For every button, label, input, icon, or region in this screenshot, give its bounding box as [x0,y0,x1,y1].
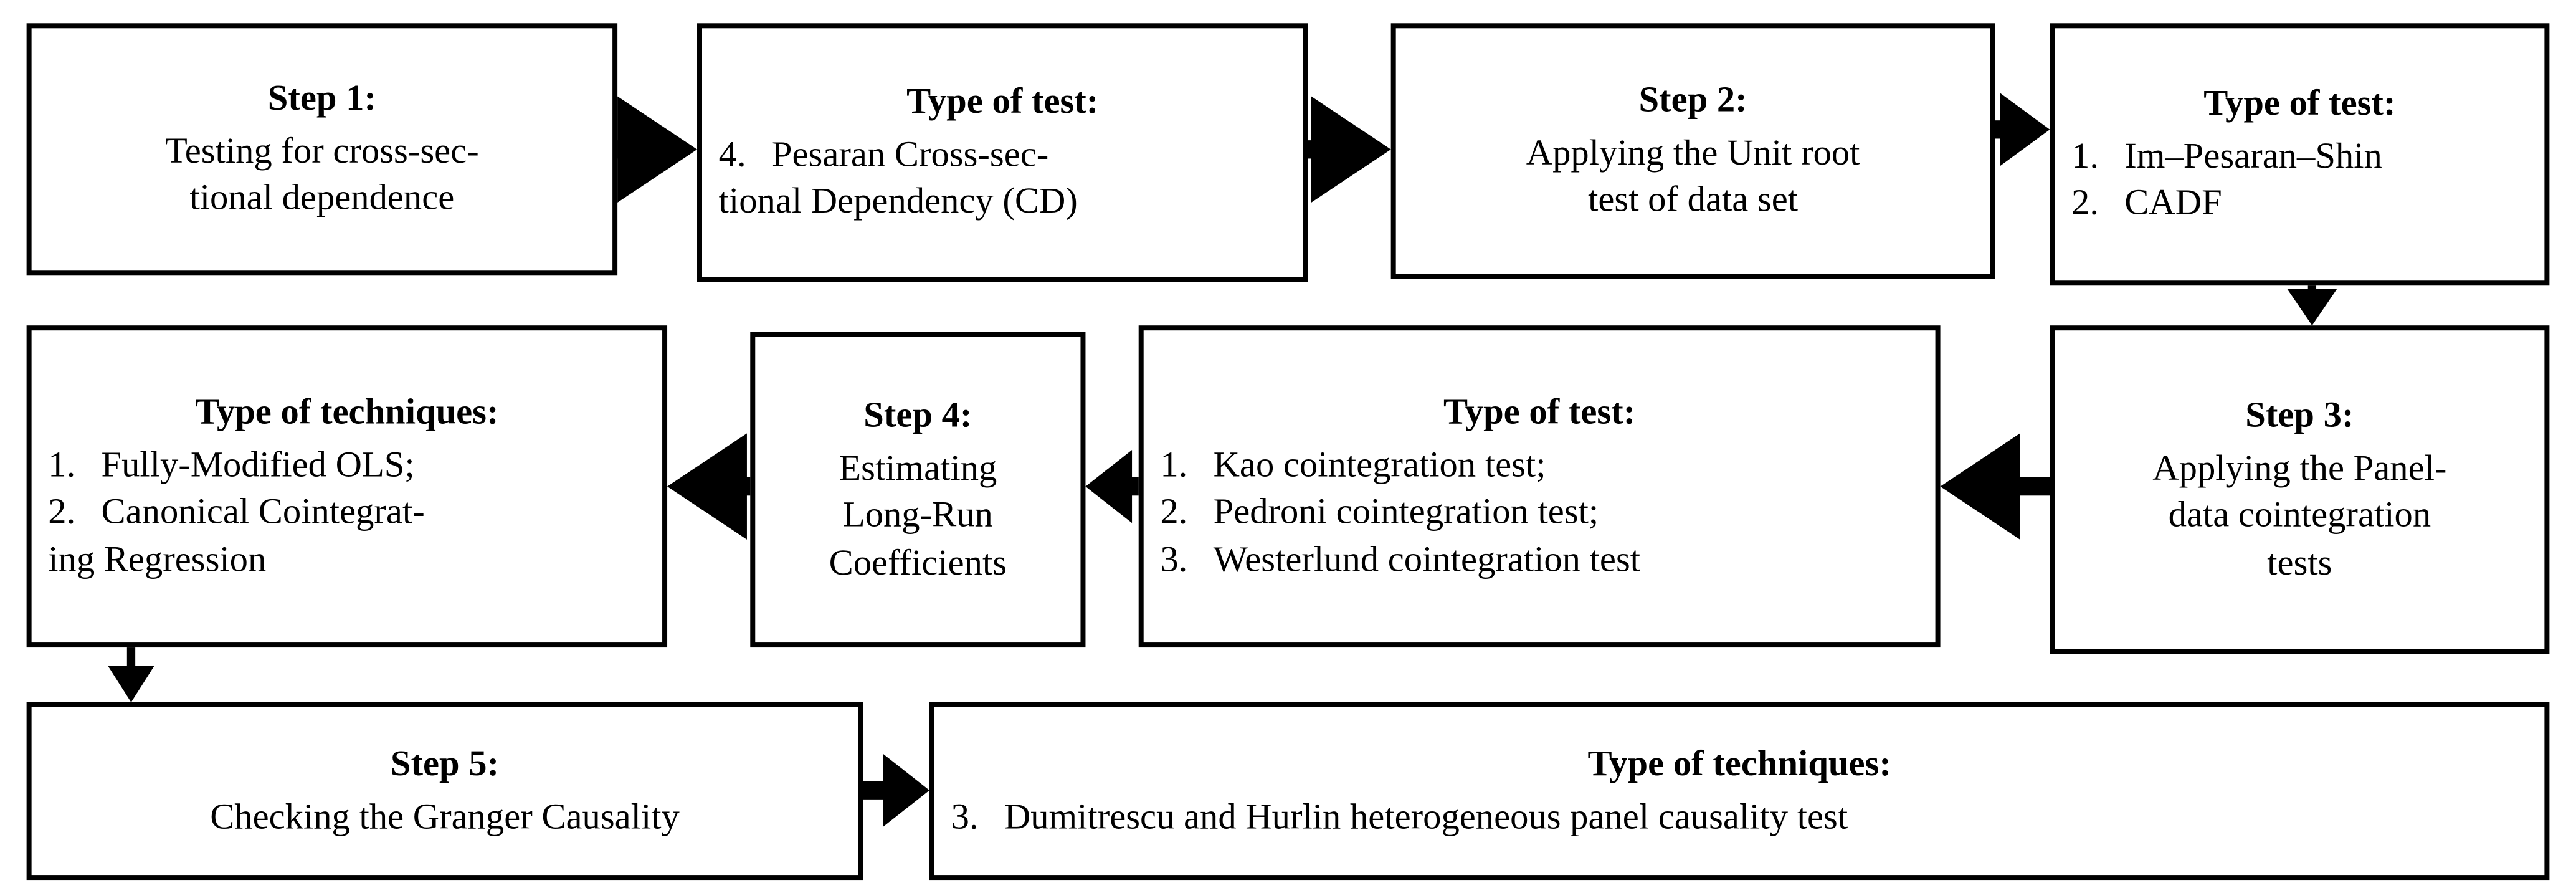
list-item-label: Fully-Modified OLS; [101,442,415,484]
list-item: 1. Fully-Modified OLS; [48,441,645,488]
arrow-tech1-to-step5 [103,647,159,703]
node-step-4-line-2: Long-Run [842,493,993,535]
arrow-step2-to-test2 [1995,93,2050,166]
node-step-5[interactable]: Step 5: Checking the Granger Causality [26,702,863,881]
arrow-head-right-icon [1311,96,1391,203]
node-step-2-line-1: Applying the Unit root [1526,130,1860,173]
node-step-5-line-1: Checking the Granger Causality [210,795,680,836]
list-item-number: 2. [48,490,76,532]
arrow-head-left-icon [667,433,747,540]
list-item-number: 2. [2071,181,2099,224]
node-step-3-line-1: Applying the Panel- [2152,446,2447,488]
list-item: 1. Kao cointegration test; [1160,441,1919,488]
node-step-1-body: Testing for cross-sec- tional dependence [48,128,596,222]
list-item-label: Pedroni cointegration test; [1213,490,1599,532]
node-type-of-test-cd-heading: Type of test: [906,79,1099,122]
arrow-test1-to-step2 [1308,96,1391,203]
list-item-number: 3. [1160,537,1188,580]
node-type-of-test-cointegration[interactable]: Type of test: 1. Kao cointegration test;… [1138,325,1941,648]
node-type-of-techniques-causality[interactable]: Type of techniques: 3. Dumitrescu and Hu… [929,702,2550,881]
arrow-head-right-icon [2000,93,2050,166]
list-item-label: Kao cointegration test; [1213,442,1546,484]
list-item-label: Dumitrescu and Hurlin heterogeneous pane… [1004,795,1848,836]
node-step-1-line-2: tional dependence [189,176,455,219]
arrow-step4-to-tech1 [667,433,751,540]
node-step-3-body: Applying the Panel- data cointegration t… [2071,444,2528,587]
list-item-label: Im–Pesaran–Shin [2124,134,2382,176]
arrow-step3-to-test3 [1940,433,2050,540]
arrow-test2-to-step3 [2284,285,2341,326]
arrow-head-left-icon [1940,433,2020,540]
node-step-2-body: Applying the Unit root test of data set [1412,129,1974,224]
list-item-number: 2. [1160,490,1188,532]
arrow-step5-to-tech2 [863,753,930,827]
list-item: 2. CADF [2071,180,2528,227]
node-step-2-line-2: test of data set [1588,178,1799,220]
node-step-4-line-1: Estimating [839,446,997,488]
list-item-label: Pesaran Cross-sec- [771,132,1049,174]
node-type-of-test-cd-body: 4. Pesaran Cross-sec- tional Dependency … [719,131,1286,226]
node-type-of-test-unit-root-body: 1. Im–Pesaran–Shin 2. CADF [2071,133,2528,227]
arrow-step1-to-test1 [617,96,698,203]
list-item: 2. Canonical Cointegrat- [48,489,645,536]
list-item: 3. Dumitrescu and Hurlin heterogeneous p… [951,793,2528,840]
node-type-of-techniques-estimators-body: 1. Fully-Modified OLS; 2. Canonical Coin… [48,441,645,583]
node-step-1-line-1: Testing for cross-sec- [165,129,479,171]
list-item-continuation: tional Dependency (CD) [718,179,1078,222]
arrow-test3-to-step4 [1085,450,1139,523]
node-type-of-techniques-causality-body: 3. Dumitrescu and Hurlin heterogeneous p… [951,793,2528,840]
node-step-2[interactable]: Step 2: Applying the Unit root test of d… [1390,23,1995,279]
node-type-of-techniques-estimators[interactable]: Type of techniques: 1. Fully-Modified OL… [26,325,668,648]
node-type-of-techniques-causality-heading: Type of techniques: [1587,742,1891,783]
node-step-4[interactable]: Step 4: Estimating Long-Run Coefficients [750,332,1086,648]
list-item-number: 1. [1160,442,1188,484]
list-item-number: 4. [718,132,746,174]
node-step-4-body: Estimating Long-Run Coefficients [772,444,1064,587]
list-item-number: 1. [48,442,76,484]
node-step-1-heading: Step 1: [267,76,376,118]
list-item-number: 3. [951,795,979,836]
node-type-of-test-unit-root-heading: Type of test: [2203,81,2396,123]
node-step-4-heading: Step 4: [863,393,972,435]
node-step-5-body: Checking the Granger Causality [48,793,842,840]
arrow-head-left-icon [1085,450,1133,523]
node-step-3[interactable]: Step 3: Applying the Panel- data cointeg… [2050,325,2550,654]
list-item-number: 1. [2071,134,2099,176]
list-item-label: Westerlund cointegration test [1213,537,1641,580]
list-item: 2. Pedroni cointegration test; [1160,489,1919,536]
node-step-2-heading: Step 2: [1638,78,1747,120]
node-step-3-line-3: tests [2267,540,2332,583]
arrow-head-down-icon [2287,289,2337,326]
list-item-label: Canonical Cointegrat- [101,490,425,532]
list-item-label: CADF [2124,181,2222,224]
node-type-of-test-cointegration-heading: Type of test: [1443,389,1636,431]
list-item-continuation: ing Regression [48,537,267,580]
node-type-of-test-unit-root[interactable]: Type of test: 1. Im–Pesaran–Shin 2. CADF [2050,23,2550,286]
node-step-1[interactable]: Step 1: Testing for cross-sec- tional de… [26,23,618,276]
list-item: 1. Im–Pesaran–Shin [2071,133,2528,180]
node-type-of-test-cd[interactable]: Type of test: 4. Pesaran Cross-sec- tion… [697,23,1308,282]
list-item: 4. Pesaran Cross-sec- [719,131,1286,178]
list-item: 3. Westerlund cointegration test [1160,536,1919,583]
arrow-head-down-icon [108,666,154,703]
arrow-head-right-icon [883,753,930,827]
node-step-3-heading: Step 3: [2245,393,2354,435]
node-step-5-heading: Step 5: [390,742,500,783]
node-type-of-techniques-estimators-heading: Type of techniques: [195,389,499,431]
node-type-of-test-cointegration-body: 1. Kao cointegration test; 2. Pedroni co… [1160,441,1919,583]
node-step-3-line-2: data cointegration [2168,493,2431,535]
arrow-head-right-icon [617,96,698,203]
node-step-4-line-3: Coefficients [829,540,1007,583]
